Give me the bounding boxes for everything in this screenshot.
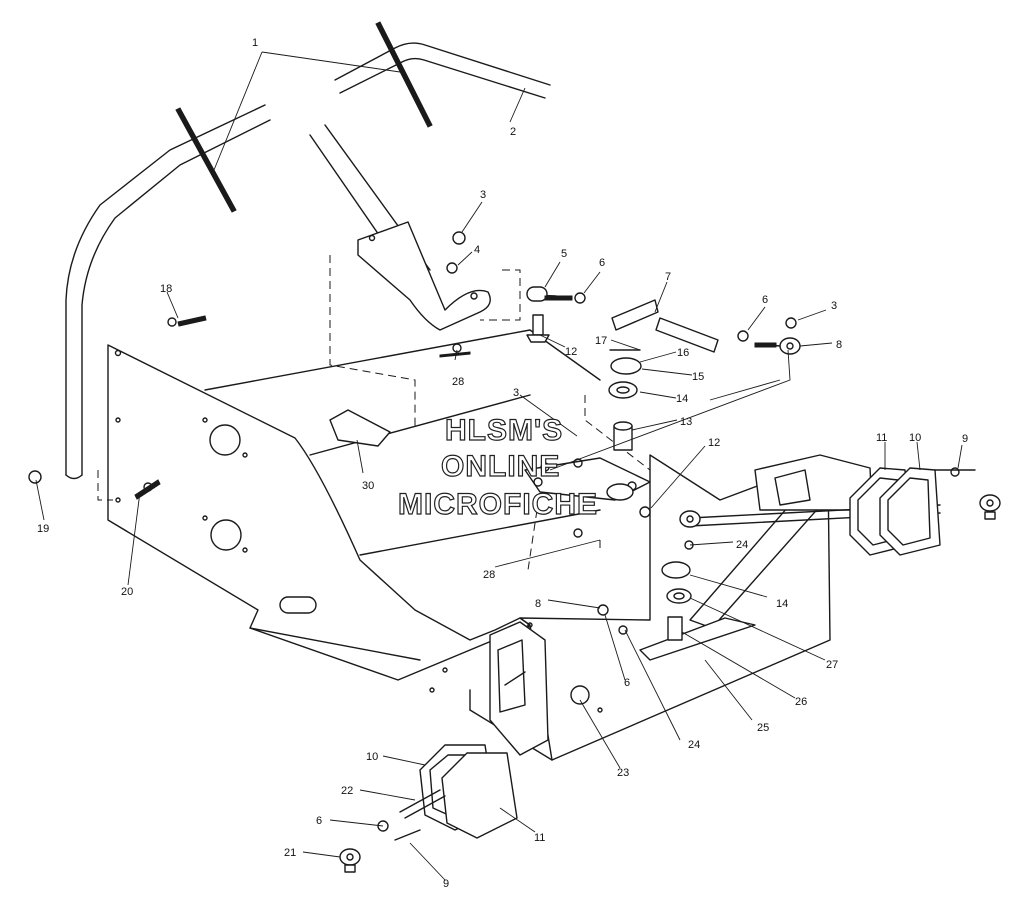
callout-2: 2 bbox=[510, 126, 516, 138]
callout-8-middle: 8 bbox=[535, 598, 541, 610]
callout-6-lower: 6 bbox=[316, 815, 322, 827]
watermark-line-3: MICROFICHE bbox=[398, 488, 598, 521]
frame-floor-panel bbox=[204, 329, 601, 661]
floor-plate bbox=[639, 617, 756, 661]
callout-3-top: 3 bbox=[480, 189, 486, 201]
callout-8-upper: 8 bbox=[836, 339, 842, 351]
callout-17: 17 bbox=[595, 335, 607, 347]
callout-20: 20 bbox=[121, 586, 133, 598]
callout-14-upper: 14 bbox=[676, 393, 688, 405]
gasket-rear-set bbox=[849, 467, 941, 556]
callout-15: 15 bbox=[692, 371, 704, 383]
steering-column-bracket bbox=[357, 221, 491, 331]
handlebar-right bbox=[334, 42, 551, 99]
callout-18: 18 bbox=[160, 283, 172, 295]
callout-28-upper: 28 bbox=[452, 376, 464, 388]
spacer-sleeve bbox=[526, 286, 548, 302]
pivot-clamp bbox=[329, 409, 391, 447]
grip-strap-left bbox=[175, 107, 237, 213]
grip-strap-right bbox=[375, 21, 433, 128]
rod-end-lower-left bbox=[679, 510, 701, 528]
handlebar-left bbox=[65, 104, 271, 480]
callout-9-right: 9 bbox=[962, 433, 968, 445]
callout-7: 7 bbox=[665, 271, 671, 283]
hidden-reference-lines bbox=[97, 255, 651, 571]
callout-3-right: 3 bbox=[831, 300, 837, 312]
callout-3-center: 3 bbox=[513, 387, 519, 399]
callout-numbers: 1 2 3 3 3 4 5 6 6 6 6 7 8 8 9 9 10 10 11… bbox=[37, 37, 968, 890]
callout-21: 21 bbox=[284, 847, 296, 859]
watermark-line-1: HLSM'S bbox=[445, 414, 563, 447]
callout-6-upper-left: 6 bbox=[599, 257, 605, 269]
axle-stud bbox=[399, 671, 526, 819]
callout-30: 30 bbox=[362, 480, 374, 492]
bushing-stack-lower bbox=[661, 561, 692, 641]
callout-10-lower: 10 bbox=[366, 751, 378, 763]
gasket-front-set bbox=[419, 744, 518, 839]
frame-left-side-plate bbox=[107, 344, 531, 681]
callout-5: 5 bbox=[561, 248, 567, 260]
callout-25: 25 bbox=[757, 722, 769, 734]
callout-23: 23 bbox=[617, 767, 629, 779]
callout-11-right: 11 bbox=[876, 432, 887, 444]
rod-end-lower-right bbox=[979, 494, 1001, 520]
pitman-arm bbox=[524, 457, 651, 501]
callout-13: 13 bbox=[680, 416, 692, 428]
watermark-line-2: ONLINE bbox=[441, 450, 560, 483]
callout-26: 26 bbox=[795, 696, 807, 708]
callout-9-lower: 9 bbox=[443, 878, 449, 890]
rod-end-front bbox=[339, 848, 361, 873]
callout-27: 27 bbox=[826, 659, 838, 671]
callout-11-lower: 11 bbox=[534, 832, 545, 844]
callout-12-right: 12 bbox=[708, 437, 720, 449]
callout-1: 1 bbox=[252, 37, 258, 49]
callout-24-lower: 24 bbox=[688, 739, 700, 751]
callout-6-middle: 6 bbox=[624, 677, 630, 689]
callout-16: 16 bbox=[677, 347, 689, 359]
callout-24-right: 24 bbox=[736, 539, 748, 551]
callout-4: 4 bbox=[474, 244, 480, 256]
callout-10-right: 10 bbox=[909, 432, 921, 444]
tie-rod-upper bbox=[529, 294, 719, 353]
callout-28-lower: 28 bbox=[483, 569, 495, 581]
callout-19: 19 bbox=[37, 523, 49, 535]
callout-14-lower: 14 bbox=[776, 598, 788, 610]
callout-6-upper-right: 6 bbox=[762, 294, 768, 306]
leader-lines bbox=[35, 51, 963, 881]
callout-22: 22 bbox=[341, 785, 353, 797]
watermark: HLSM'S ONLINE MICROFICHE bbox=[397, 413, 598, 521]
bushing-stack-upper bbox=[608, 357, 642, 451]
front-support-block bbox=[489, 621, 549, 756]
cotter-pins bbox=[394, 349, 976, 841]
callout-12-upper: 12 bbox=[565, 346, 577, 358]
